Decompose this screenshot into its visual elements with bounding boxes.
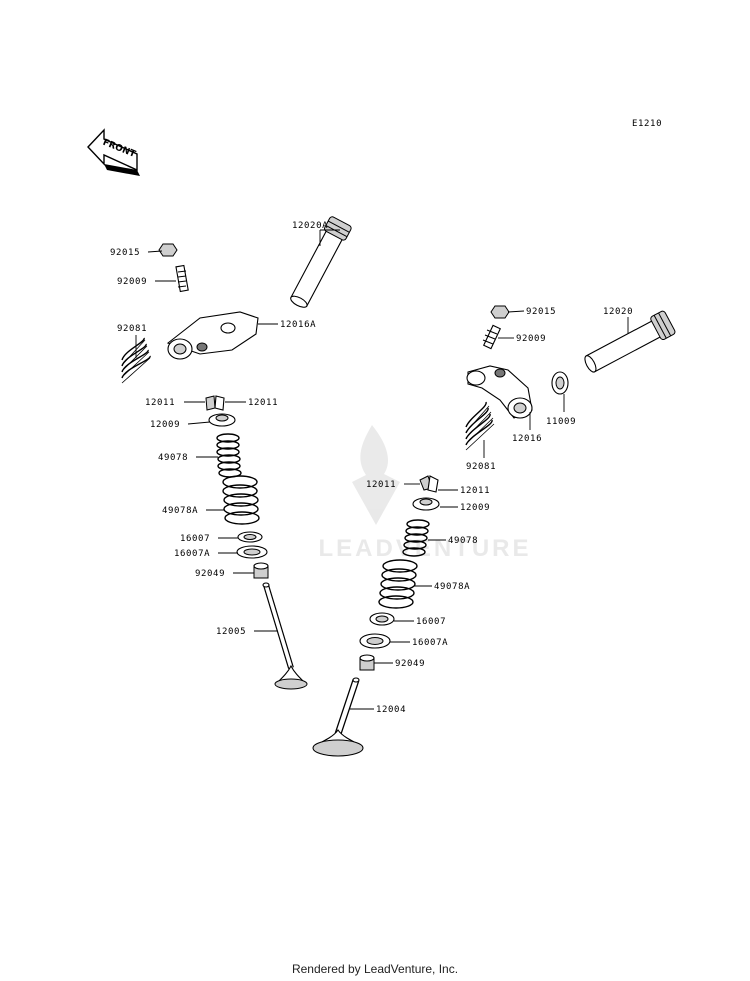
inner-spring-49078-left xyxy=(216,433,242,478)
spring-92081-right xyxy=(465,401,495,451)
callout-16007-right: 16007 xyxy=(416,617,446,627)
rocker-shaft-12020a xyxy=(290,216,352,308)
outer-spring-49078a-right xyxy=(378,559,418,609)
callout-92049-right: 92049 xyxy=(395,659,425,669)
watermark-text: LEADVENTURE xyxy=(318,535,531,562)
callout-12020a: 12020A xyxy=(292,221,328,231)
callout-12016: 12016 xyxy=(512,434,542,444)
retainer-12009-right xyxy=(412,497,440,511)
callout-49078-left: 49078 xyxy=(158,453,188,463)
valve-12005 xyxy=(262,582,308,690)
watermark-flame-icon xyxy=(352,425,400,525)
spring-92081-left xyxy=(121,337,151,384)
callout-12011-left-a: 12011 xyxy=(145,398,175,408)
callout-16007a-right: 16007A xyxy=(412,638,448,648)
leader-lines xyxy=(135,229,629,710)
callout-12011-right-b: 12011 xyxy=(460,486,490,496)
callout-12009-left: 12009 xyxy=(150,420,180,430)
diagram-code: E1210 xyxy=(632,119,662,129)
nut-92015-left xyxy=(158,243,178,257)
callout-92015-left: 92015 xyxy=(110,248,140,258)
front-arrow-icon: FRONT xyxy=(87,128,140,176)
callout-49078-right: 49078 xyxy=(448,536,478,546)
callout-12016a: 12016A xyxy=(280,320,316,330)
outer-spring-49078a-left xyxy=(222,475,260,525)
callout-49078a-right: 49078A xyxy=(434,582,470,592)
retainer-12009-left xyxy=(208,413,236,427)
adjust-screw-92009-right xyxy=(482,324,502,350)
callout-92049-left: 92049 xyxy=(195,569,225,579)
callout-12009-right: 12009 xyxy=(460,503,490,513)
rocker-arm-12016 xyxy=(466,365,533,419)
callout-11009: 11009 xyxy=(546,417,576,427)
callout-92009-right: 92009 xyxy=(516,334,546,344)
rocker-shaft-12020 xyxy=(584,310,676,373)
keepers-12011-right xyxy=(419,475,439,493)
inner-spring-49078-right xyxy=(402,519,430,557)
seal-92049-left xyxy=(253,562,269,579)
watermark: LEADVENTURE xyxy=(318,425,531,562)
valve-12004 xyxy=(312,677,364,757)
callout-92009-left: 92009 xyxy=(117,277,147,287)
rocker-arm-12016a xyxy=(166,311,259,360)
callout-12020: 12020 xyxy=(603,307,633,317)
adjust-screw-92009-left xyxy=(175,264,189,293)
keepers-12011-left xyxy=(205,395,225,411)
callout-16007-left: 16007 xyxy=(180,534,210,544)
callout-92081-left: 92081 xyxy=(117,324,147,334)
washer-11009 xyxy=(551,371,569,395)
seal-92049-right xyxy=(359,654,375,671)
footer-credit: Rendered by LeadVenture, Inc. xyxy=(291,962,459,976)
nut-92015-right xyxy=(490,305,510,319)
callout-12011-left-b: 12011 xyxy=(248,398,278,408)
callout-92081-right: 92081 xyxy=(466,462,496,472)
callout-12004: 12004 xyxy=(376,705,406,715)
callout-92015-right: 92015 xyxy=(526,307,556,317)
callout-12011-right-a: 12011 xyxy=(366,480,396,490)
callout-49078a-left: 49078A xyxy=(162,506,198,516)
callout-labels: 12020A 92015 92009 92081 12016A 12011 12… xyxy=(110,221,633,715)
callout-16007a-left: 16007A xyxy=(174,549,210,559)
callout-12005: 12005 xyxy=(216,627,246,637)
